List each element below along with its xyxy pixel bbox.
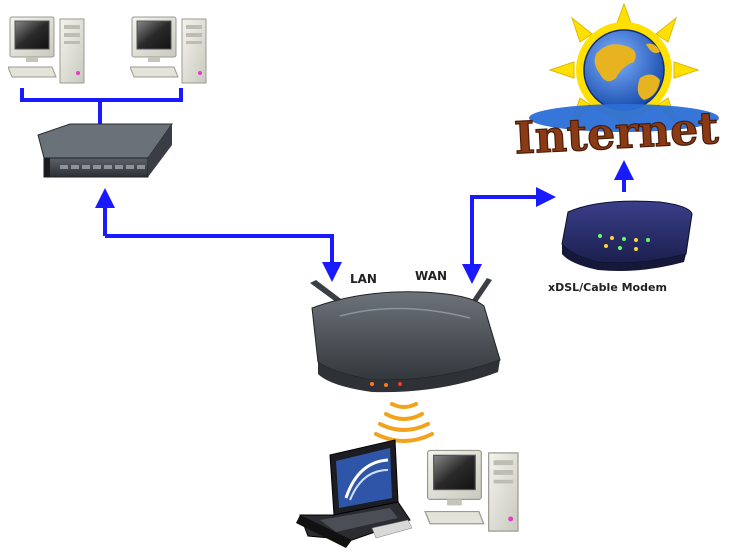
internet-label: Internet <box>513 103 720 165</box>
network-switch-icon <box>38 124 172 177</box>
desktop-computer-icon <box>8 17 84 83</box>
wireless-signal-icon <box>376 404 432 441</box>
lan-label: LAN <box>350 272 377 286</box>
desktop-computer-icon <box>425 450 518 531</box>
wireless-router-icon <box>310 278 500 392</box>
laptop-icon <box>296 440 412 548</box>
modem-icon <box>562 201 692 271</box>
switch-router-link-path <box>105 236 332 278</box>
pc-switch-link <box>22 88 181 124</box>
modem-label: xDSL/Cable Modem <box>548 281 667 294</box>
wan-label: WAN <box>415 269 447 283</box>
desktop-computer-icon <box>130 17 206 83</box>
router-modem-link <box>472 197 552 276</box>
